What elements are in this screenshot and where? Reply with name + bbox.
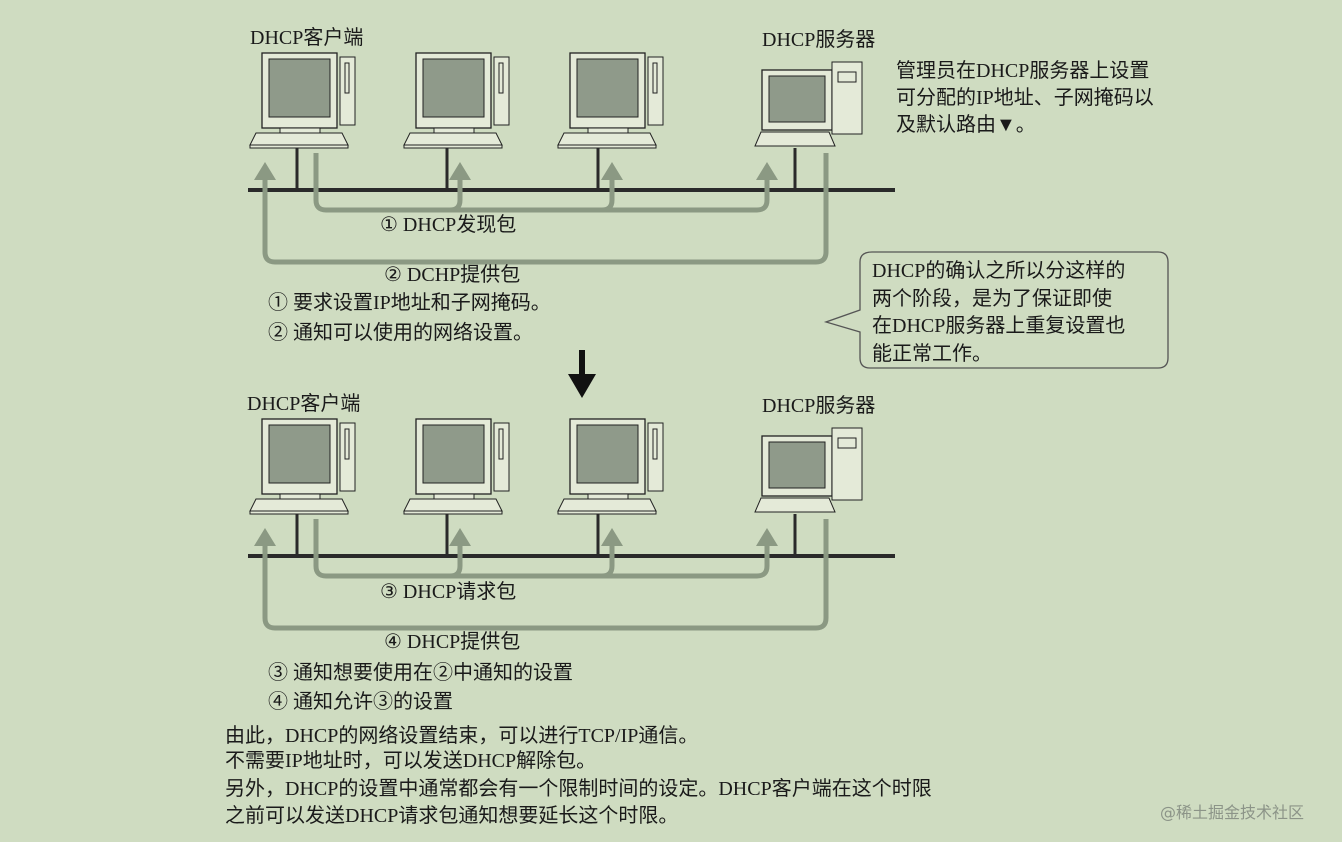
drive-slot xyxy=(498,428,504,460)
keyboard xyxy=(557,498,657,512)
monitor-stand xyxy=(279,127,321,134)
keyboard xyxy=(249,498,349,512)
arrowhead-icon xyxy=(601,162,623,180)
packet-discover-label: ① DHCP发现包 xyxy=(380,214,517,236)
arrowhead-icon xyxy=(254,528,276,546)
phase1-diagram xyxy=(248,52,895,265)
arrowhead-icon xyxy=(449,162,471,180)
tower xyxy=(493,422,510,492)
server-note-line: 可分配的IP地址、子网掩码以 xyxy=(896,87,1154,109)
callout-line: 在DHCP服务器上重复设置也 xyxy=(872,315,1126,337)
arrowhead-icon xyxy=(601,528,623,546)
phase2-diagram xyxy=(248,418,895,631)
server-tower xyxy=(831,61,863,135)
monitor-stand xyxy=(279,493,321,500)
arrowhead-icon xyxy=(254,162,276,180)
step3-text: ③ 通知想要使用在②中通知的设置 xyxy=(268,662,573,684)
drive-slot xyxy=(498,62,504,94)
screen xyxy=(576,424,639,484)
keyboard xyxy=(403,132,503,146)
step1-text: ① 要求设置IP地址和子网掩码。 xyxy=(268,292,551,314)
server-note-line: 及默认路由▼。 xyxy=(896,114,1036,136)
monitor-stand xyxy=(433,127,475,134)
callout-line: 能正常工作。 xyxy=(872,342,992,365)
server-computer xyxy=(754,427,863,513)
arrowhead-icon xyxy=(756,528,778,546)
server-label-top: DHCP服务器 xyxy=(762,29,876,51)
client-label-bottom: DHCP客户端 xyxy=(247,393,361,415)
client-label-top: DHCP客户端 xyxy=(250,27,364,49)
screen xyxy=(422,58,485,118)
packet-offer-label: ② DCHP提供包 xyxy=(384,264,521,286)
monitor-stand xyxy=(587,493,629,500)
broadcast-branch xyxy=(449,544,615,579)
client-computer xyxy=(249,52,356,149)
arrowhead-icon xyxy=(449,528,471,546)
down-arrow-icon xyxy=(568,374,596,398)
packet-ack-label: ④ DHCP提供包 xyxy=(384,631,521,653)
keyboard xyxy=(249,132,349,146)
summary-line: 由此，DHCP的网络设置结束，可以进行TCP/IP通信。 xyxy=(225,725,699,747)
client-computer xyxy=(557,52,664,149)
screen xyxy=(768,441,826,489)
summary-line: 另外，DHCP的设置中通常都会有一个限制时间的设定。DHCP客户端在这个时限 xyxy=(225,778,932,800)
packet-request-label: ③ DHCP请求包 xyxy=(380,581,517,603)
client-computer xyxy=(403,418,510,515)
tower xyxy=(339,56,356,126)
tower xyxy=(339,422,356,492)
drive-slot xyxy=(344,428,350,460)
screen xyxy=(576,58,639,118)
drive-slot xyxy=(344,62,350,94)
tower xyxy=(493,56,510,126)
keyboard xyxy=(754,131,836,147)
server-computer xyxy=(754,61,863,147)
keyboard-base xyxy=(557,144,657,149)
keyboard xyxy=(557,132,657,146)
server-tower xyxy=(831,427,863,501)
drive-slot xyxy=(652,428,658,460)
reply-arrow xyxy=(262,519,829,631)
reply-arrow xyxy=(262,153,829,265)
monitor-stand xyxy=(433,493,475,500)
client-computer xyxy=(557,418,664,515)
keyboard-base xyxy=(403,144,503,149)
keyboard-base xyxy=(403,510,503,515)
callout-text: DHCP的确认之所以分这样的 两个阶段，是为了保证即使 在DHCP服务器上重复设… xyxy=(872,258,1172,368)
broadcast-arrow xyxy=(313,153,770,213)
drive-bay xyxy=(837,437,857,449)
tower xyxy=(647,422,664,492)
watermark: @稀土掘金技术社区 xyxy=(1160,803,1305,822)
drive-bay xyxy=(837,71,857,83)
tower xyxy=(647,56,664,126)
server-note: 管理员在DHCP服务器上设置 可分配的IP地址、子网掩码以 及默认路由▼。 xyxy=(896,58,1154,139)
keyboard-base xyxy=(249,510,349,515)
drive-slot xyxy=(652,62,658,94)
screen xyxy=(268,58,331,118)
screen xyxy=(268,424,331,484)
client-computer xyxy=(403,52,510,149)
screen xyxy=(422,424,485,484)
client-computer xyxy=(249,418,356,515)
summary-line: 之前可以发送DHCP请求包通知想要延长这个时限。 xyxy=(225,805,679,827)
keyboard xyxy=(403,498,503,512)
keyboard xyxy=(754,497,836,513)
callout-line: 两个阶段，是为了保证即使 xyxy=(872,287,1112,310)
broadcast-branch xyxy=(449,178,615,213)
callout-bubble xyxy=(823,251,1169,369)
step2-text: ② 通知可以使用的网络设置。 xyxy=(268,322,533,344)
callout-line: DHCP的确认之所以分这样的 xyxy=(872,260,1126,282)
server-label-bottom: DHCP服务器 xyxy=(762,395,876,417)
summary-line: 不需要IP地址时，可以发送DHCP解除包。 xyxy=(225,750,597,772)
step4-text: ④ 通知允许③的设置 xyxy=(268,691,453,713)
arrowhead-icon xyxy=(756,162,778,180)
keyboard-base xyxy=(557,510,657,515)
broadcast-arrow xyxy=(313,519,770,579)
screen xyxy=(768,75,826,123)
server-note-line: 管理员在DHCP服务器上设置 xyxy=(896,60,1150,82)
keyboard-base xyxy=(249,144,349,149)
monitor-stand xyxy=(587,127,629,134)
